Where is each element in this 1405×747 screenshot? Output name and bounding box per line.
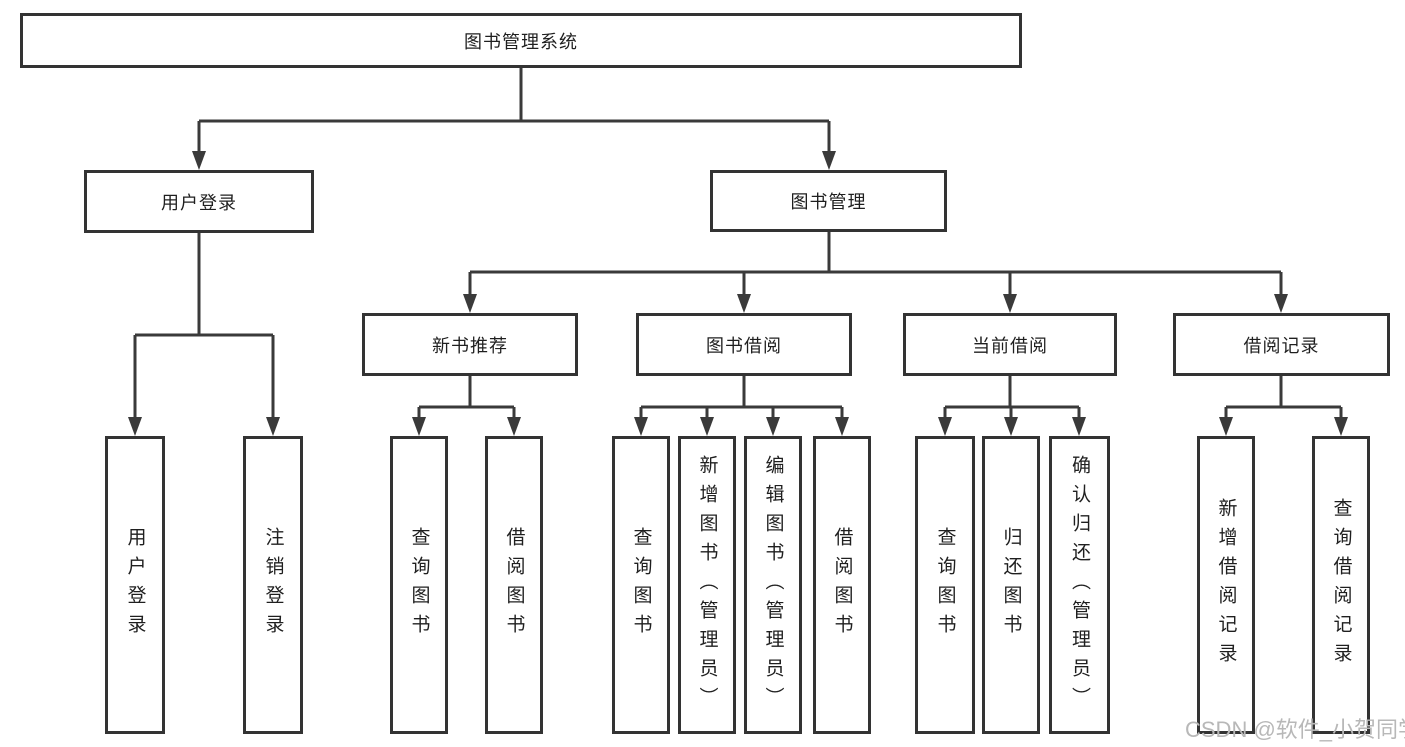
leaf-borrow-borrow-books: 借阅图书 [813,436,871,734]
node-book-borrow: 图书借阅 [636,313,852,376]
leaf-current-query-books: 查询图书 [915,436,975,734]
node-book-management: 图书管理 [710,170,947,232]
leaf-current-confirm-return-admin: 确认归还（管理员） [1049,436,1110,734]
leaf-borrow-add-books-admin: 新增图书（管理员） [678,436,736,734]
leaf-records-query-record: 查询借阅记录 [1312,436,1370,734]
leaf-user-login: 用户登录 [105,436,165,734]
connector-user-login-to-leaves [128,233,280,436]
leaf-newbooks-query-books: 查询图书 [390,436,448,734]
leaf-records-add-record: 新增借阅记录 [1197,436,1255,734]
node-borrow-records: 借阅记录 [1173,313,1390,376]
node-current-borrow: 当前借阅 [903,313,1117,376]
connector-root-to-level2 [192,68,836,170]
csdn-watermark: CSDN @软件_小贺同学 [1185,717,1405,742]
node-root-system: 图书管理系统 [20,13,1022,68]
connector-borrow-records-to-leaves [1219,376,1348,436]
leaf-borrow-edit-books-admin: 编辑图书（管理员） [744,436,802,734]
connector-current-borrow-to-leaves [938,376,1086,436]
node-user-login: 用户登录 [84,170,314,233]
connector-book-borrow-to-leaves [634,376,849,436]
leaf-logout: 注销登录 [243,436,303,734]
leaf-borrow-query-books: 查询图书 [612,436,670,734]
node-new-book-recommend: 新书推荐 [362,313,578,376]
leaf-current-return-books: 归还图书 [982,436,1040,734]
connector-book-mgmt-to-level3 [463,232,1288,313]
connector-new-books-to-leaves [412,376,521,436]
leaf-newbooks-borrow-books: 借阅图书 [485,436,543,734]
